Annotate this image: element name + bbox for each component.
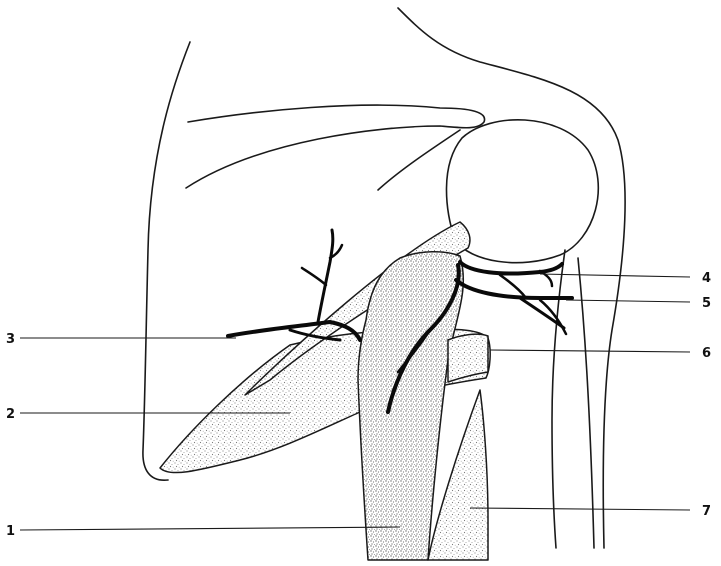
callout-5: 5 [702, 296, 711, 311]
axillary-nerve-branch-2 [540, 271, 552, 286]
scapular-vessel-up [318, 230, 333, 322]
scapular-spine [186, 105, 485, 188]
callout-3: 3 [6, 332, 15, 347]
arm-inner-contour [552, 250, 565, 548]
callout-6: 6 [702, 346, 711, 361]
callout-4: 4 [702, 271, 711, 286]
callout-1: 1 [6, 524, 15, 539]
axillary-nerve [460, 262, 562, 274]
arm-contour-mid [578, 258, 594, 548]
back-outline [143, 42, 190, 480]
leader-line-5 [566, 300, 690, 302]
leader-line-4 [540, 274, 690, 277]
circumflex-vessel-main [456, 280, 572, 298]
callout-7: 7 [702, 504, 711, 519]
leader-line-7 [470, 508, 690, 510]
circumflex-vessel-branch-2 [540, 300, 566, 334]
leader-line-1 [20, 527, 400, 530]
scapular-vessel-up-branch [302, 268, 326, 285]
leader-line-6 [490, 350, 690, 352]
callout-2: 2 [6, 407, 15, 422]
scapula-inner-contour [378, 130, 460, 190]
